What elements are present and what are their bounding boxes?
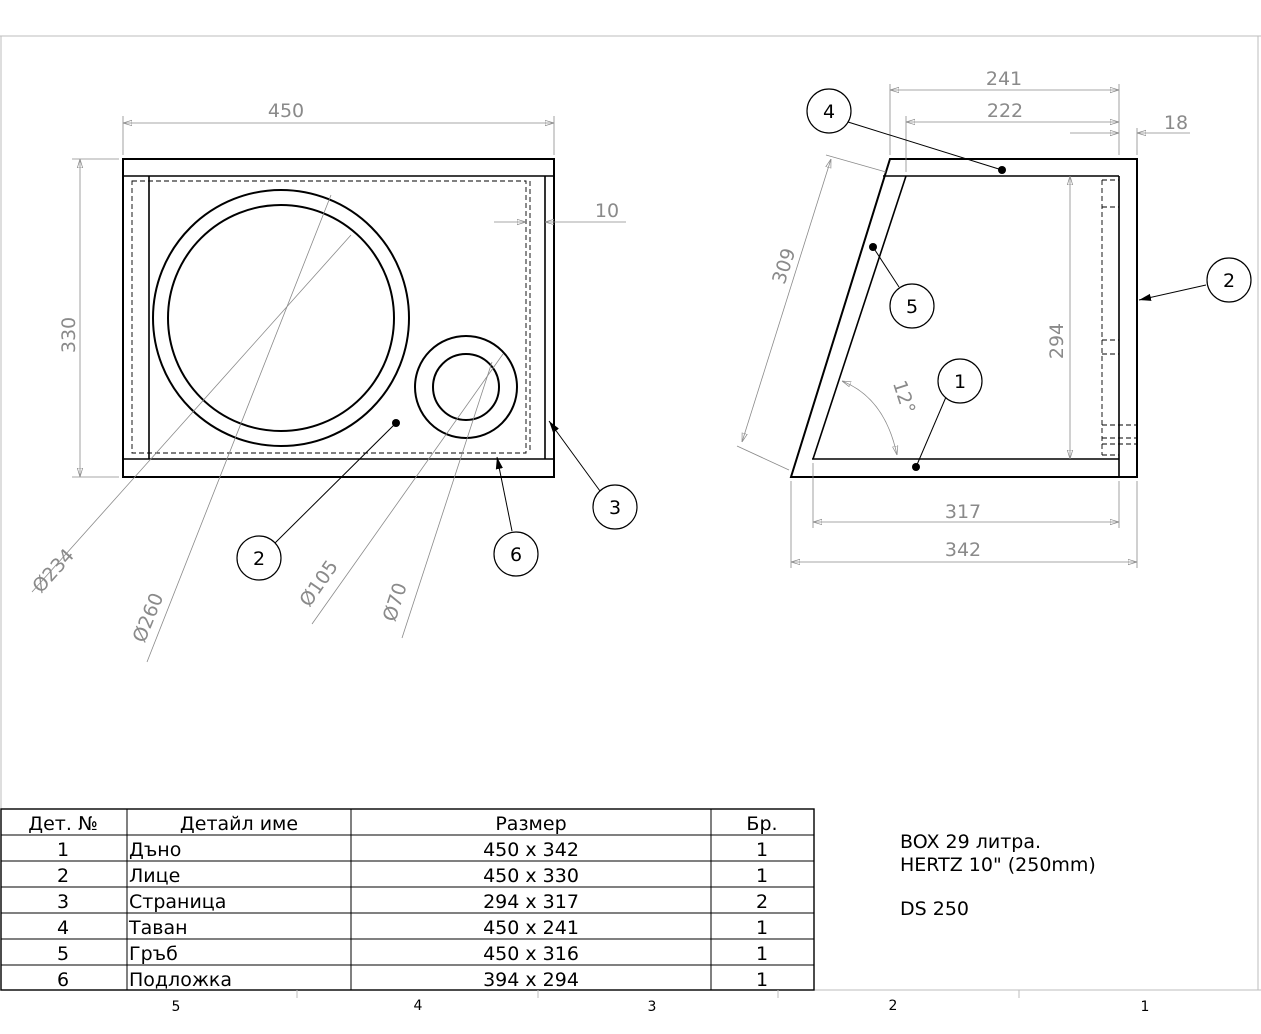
callout-bubble-front-3 bbox=[592, 484, 638, 530]
dim-diameter-105: Ø105 bbox=[295, 556, 342, 611]
table-cell-qty: 1 bbox=[756, 917, 768, 939]
table-cell-no: 4 bbox=[57, 917, 69, 939]
side-view: 241 222 18 309 294 12° 317 342 bbox=[736, 68, 1252, 568]
port-outer bbox=[414, 335, 518, 439]
callout-bubble-side-4 bbox=[806, 88, 852, 134]
callout-bubble-front-2 bbox=[236, 535, 282, 581]
table-cell-size: 450 x 316 bbox=[483, 943, 579, 965]
dim-top-222: 222 bbox=[987, 100, 1023, 122]
speaker-cutout-inner bbox=[167, 204, 395, 432]
zone-label: 1 bbox=[1141, 999, 1150, 1015]
table-cell-qty: 2 bbox=[756, 891, 768, 913]
zone-label: 4 bbox=[414, 998, 423, 1014]
callout-side-1: 1 bbox=[954, 371, 966, 393]
table-cell-qty: 1 bbox=[756, 839, 768, 861]
callout-side-5: 5 bbox=[906, 296, 918, 318]
table-cell-no: 5 bbox=[57, 943, 69, 965]
table-cell-name: Страница bbox=[129, 891, 226, 913]
table-cell-name: Гръб bbox=[129, 943, 178, 965]
dim-bottom-342: 342 bbox=[945, 539, 981, 561]
port-inner bbox=[432, 353, 500, 421]
table-cell-name: Подложка bbox=[129, 969, 232, 991]
side-profile-outline bbox=[789, 158, 1138, 478]
dim-width-450: 450 bbox=[268, 100, 304, 122]
table-cell-qty: 1 bbox=[756, 969, 768, 991]
table-row: 4 Таван 450 x 241 1 bbox=[57, 917, 768, 939]
table-cell-size: 294 x 317 bbox=[483, 891, 579, 913]
note-speaker-model: HERTZ 10" (250mm) bbox=[900, 854, 1096, 876]
table-cell-qty: 1 bbox=[756, 943, 768, 965]
parts-table: Дет. № Детайл име Размер Бр. 1 Дъно 450 … bbox=[0, 808, 815, 991]
title-notes: BOX 29 литра. HERTZ 10" (250mm) DS 250 bbox=[900, 831, 1096, 920]
table-cell-size: 450 x 342 bbox=[483, 839, 579, 861]
dim-diameter-260: Ø260 bbox=[129, 590, 169, 646]
zone-label: 5 bbox=[172, 999, 181, 1015]
table-header-qty: Бр. bbox=[746, 813, 777, 835]
dim-diameter-70: Ø70 bbox=[379, 580, 412, 624]
table-row: 2 Лице 450 x 330 1 bbox=[57, 865, 768, 887]
table-row: 3 Страница 294 x 317 2 bbox=[57, 891, 768, 913]
callout-side-4: 4 bbox=[823, 101, 835, 123]
zone-markers: 5 4 3 2 1 bbox=[172, 990, 1150, 1015]
zone-label: 2 bbox=[889, 998, 898, 1014]
table-cell-no: 1 bbox=[57, 839, 69, 861]
table-cell-no: 3 bbox=[57, 891, 69, 913]
front-view: 450 330 10 Ø234 Ø260 Ø105 Ø70 2 3 6 bbox=[28, 100, 638, 663]
table-cell-name: Таван bbox=[128, 917, 188, 939]
note-model-code: DS 250 bbox=[900, 898, 969, 920]
hidden-liner-outline bbox=[131, 180, 527, 454]
dim-offset-10: 10 bbox=[595, 200, 619, 222]
table-row: 1 Дъно 450 x 342 1 bbox=[57, 839, 768, 861]
callout-bubble-side-1 bbox=[937, 358, 983, 404]
table-cell-size: 450 x 241 bbox=[483, 917, 579, 939]
dim-height-294: 294 bbox=[1046, 323, 1068, 359]
dim-bottom-317: 317 bbox=[945, 501, 981, 523]
dim-angle-12: 12° bbox=[888, 378, 919, 417]
table-cell-size: 394 x 294 bbox=[483, 969, 579, 991]
dim-diameter-234: Ø234 bbox=[28, 545, 79, 598]
table-cell-name: Лице bbox=[129, 865, 180, 887]
zone-label: 3 bbox=[648, 999, 657, 1015]
table-header-part-name: Детайл име bbox=[180, 813, 298, 835]
front-panel-outline bbox=[122, 158, 555, 478]
dim-slant-309: 309 bbox=[768, 246, 800, 287]
table-cell-no: 6 bbox=[57, 969, 69, 991]
callout-bubble-side-5 bbox=[889, 283, 935, 329]
callout-bubble-front-6 bbox=[493, 531, 539, 577]
dim-height-330: 330 bbox=[58, 317, 80, 353]
speaker-cutout-outer bbox=[152, 189, 410, 447]
dim-top-241: 241 bbox=[986, 68, 1022, 90]
table-cell-no: 2 bbox=[57, 865, 69, 887]
table-cell-name: Дъно bbox=[129, 839, 181, 861]
callout-front-6: 6 bbox=[510, 544, 522, 566]
note-box-volume: BOX 29 литра. bbox=[900, 831, 1041, 853]
table-cell-qty: 1 bbox=[756, 865, 768, 887]
table-row: 6 Подложка 394 x 294 1 bbox=[57, 969, 768, 991]
table-cell-size: 450 x 330 bbox=[483, 865, 579, 887]
table-header-part-no: Дет. № bbox=[28, 813, 97, 835]
callout-front-2: 2 bbox=[253, 548, 265, 570]
table-row: 5 Гръб 450 x 316 1 bbox=[57, 943, 768, 965]
dim-thickness-18: 18 bbox=[1164, 112, 1188, 134]
callout-side-2: 2 bbox=[1223, 270, 1235, 292]
callout-bubble-side-2 bbox=[1206, 257, 1252, 303]
callout-front-3: 3 bbox=[609, 497, 621, 519]
table-header-size: Размер bbox=[495, 813, 566, 835]
